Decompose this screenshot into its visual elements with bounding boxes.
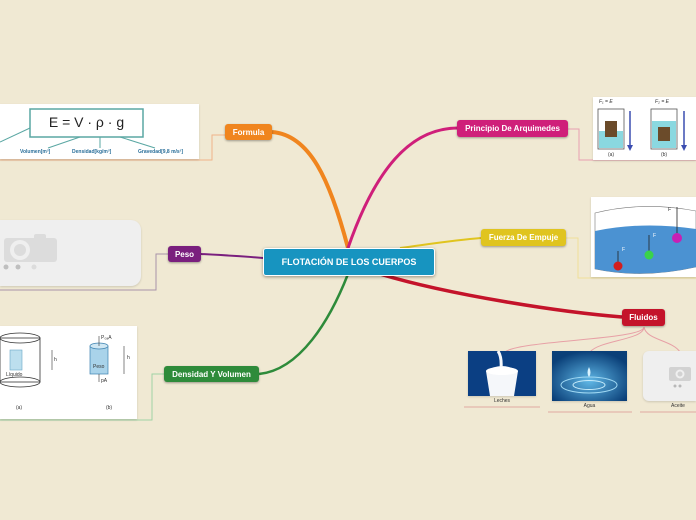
connector-arquimedes bbox=[346, 126, 459, 249]
subconnector-arquimedes bbox=[568, 128, 696, 161]
subconnector-densidad bbox=[0, 373, 164, 421]
milk-glass-picture bbox=[468, 351, 536, 396]
topic-formula[interactable]: Formula bbox=[225, 124, 272, 140]
beaker-diagram bbox=[597, 108, 687, 151]
subconnector-fluidos-agua bbox=[589, 326, 645, 353]
fluido-agua-image bbox=[552, 351, 627, 401]
fluido-leches-image bbox=[468, 351, 536, 396]
subconnector-fluidos-aceite bbox=[643, 326, 681, 353]
empuje-force-label-1: F bbox=[668, 207, 672, 213]
arquimedes-caption-b: (b) bbox=[660, 152, 668, 158]
topic-fuerza-empuje[interactable]: Fuerza De Empuje bbox=[481, 229, 566, 246]
water-tank-diagram bbox=[594, 206, 696, 274]
formula-equation: E = V · ρ · g bbox=[48, 114, 125, 130]
central-topic[interactable]: FLOTACIÓN DE LOS CUERPOS bbox=[263, 248, 435, 276]
fluido-aceite-label[interactable]: Aceite bbox=[671, 403, 685, 409]
densidad-caption-a: (a) bbox=[15, 405, 23, 411]
connector-formula bbox=[271, 130, 350, 249]
densidad-liquid-label: Líquido bbox=[6, 372, 23, 378]
connector-empuje bbox=[399, 237, 482, 249]
densidad-top-label: P₀ₐA bbox=[101, 335, 112, 341]
subconnector-fluidos-leches bbox=[504, 326, 645, 353]
fluido-agua-label[interactable]: Agua bbox=[583, 403, 596, 409]
topic-densidad-volumen[interactable]: Densidad Y Volumen bbox=[164, 366, 259, 382]
connector-densidad bbox=[258, 273, 350, 376]
empuje-image: F F F bbox=[591, 197, 696, 277]
peso-image-placeholder bbox=[0, 220, 141, 286]
densidad-bottom-label: pA bbox=[101, 378, 108, 384]
cylinder-diagram bbox=[0, 332, 125, 388]
subconnector-peso bbox=[0, 253, 168, 291]
empuje-force-label-3: F bbox=[622, 247, 626, 253]
formula-image: E = V · ρ · g Volumen[m³] Densidad[kg/m³… bbox=[0, 104, 199, 159]
arquimedes-title-b: F₂ = E bbox=[655, 99, 669, 105]
empuje-force-label-2: F bbox=[653, 233, 657, 239]
densidad-volumen-image: Líquido h h P₀ₐA Peso pA (a) (b) bbox=[0, 326, 137, 419]
topic-peso[interactable]: Peso bbox=[168, 246, 201, 262]
formula-label-volumen: Volumen[m³] bbox=[20, 149, 51, 155]
densidad-caption-b: (b) bbox=[105, 405, 113, 411]
formula-label-gravedad: Gravedad[9,8 m/s²] bbox=[138, 149, 184, 155]
topic-fluidos[interactable]: Fluidos bbox=[622, 309, 665, 326]
camera-icon bbox=[3, 234, 57, 270]
subconnector-formula bbox=[0, 134, 225, 161]
water-drop-picture bbox=[552, 351, 627, 401]
densidad-weight-label: Peso bbox=[93, 364, 105, 370]
topic-principio-arquimedes[interactable]: Principio De Arquimedes bbox=[457, 120, 568, 137]
connector-peso bbox=[200, 253, 264, 259]
subconnector-empuje bbox=[566, 237, 696, 279]
fluido-aceite-image-placeholder bbox=[643, 351, 696, 401]
camera-icon bbox=[669, 367, 691, 388]
arquimedes-caption-a: (a) bbox=[607, 152, 615, 158]
densidad-side-label-a: h bbox=[54, 357, 57, 363]
connector-fluidos bbox=[379, 272, 623, 319]
arquimedes-title-a: F₁ = E bbox=[599, 99, 613, 105]
arquimedes-image: F₁ = E F₂ = E (a) (b) bbox=[593, 97, 696, 160]
formula-label-densidad: Densidad[kg/m³] bbox=[72, 149, 112, 155]
fluido-leches-label[interactable]: Leches bbox=[493, 398, 511, 404]
densidad-side-label-b: h bbox=[127, 355, 130, 361]
formula-diagram bbox=[0, 108, 156, 149]
